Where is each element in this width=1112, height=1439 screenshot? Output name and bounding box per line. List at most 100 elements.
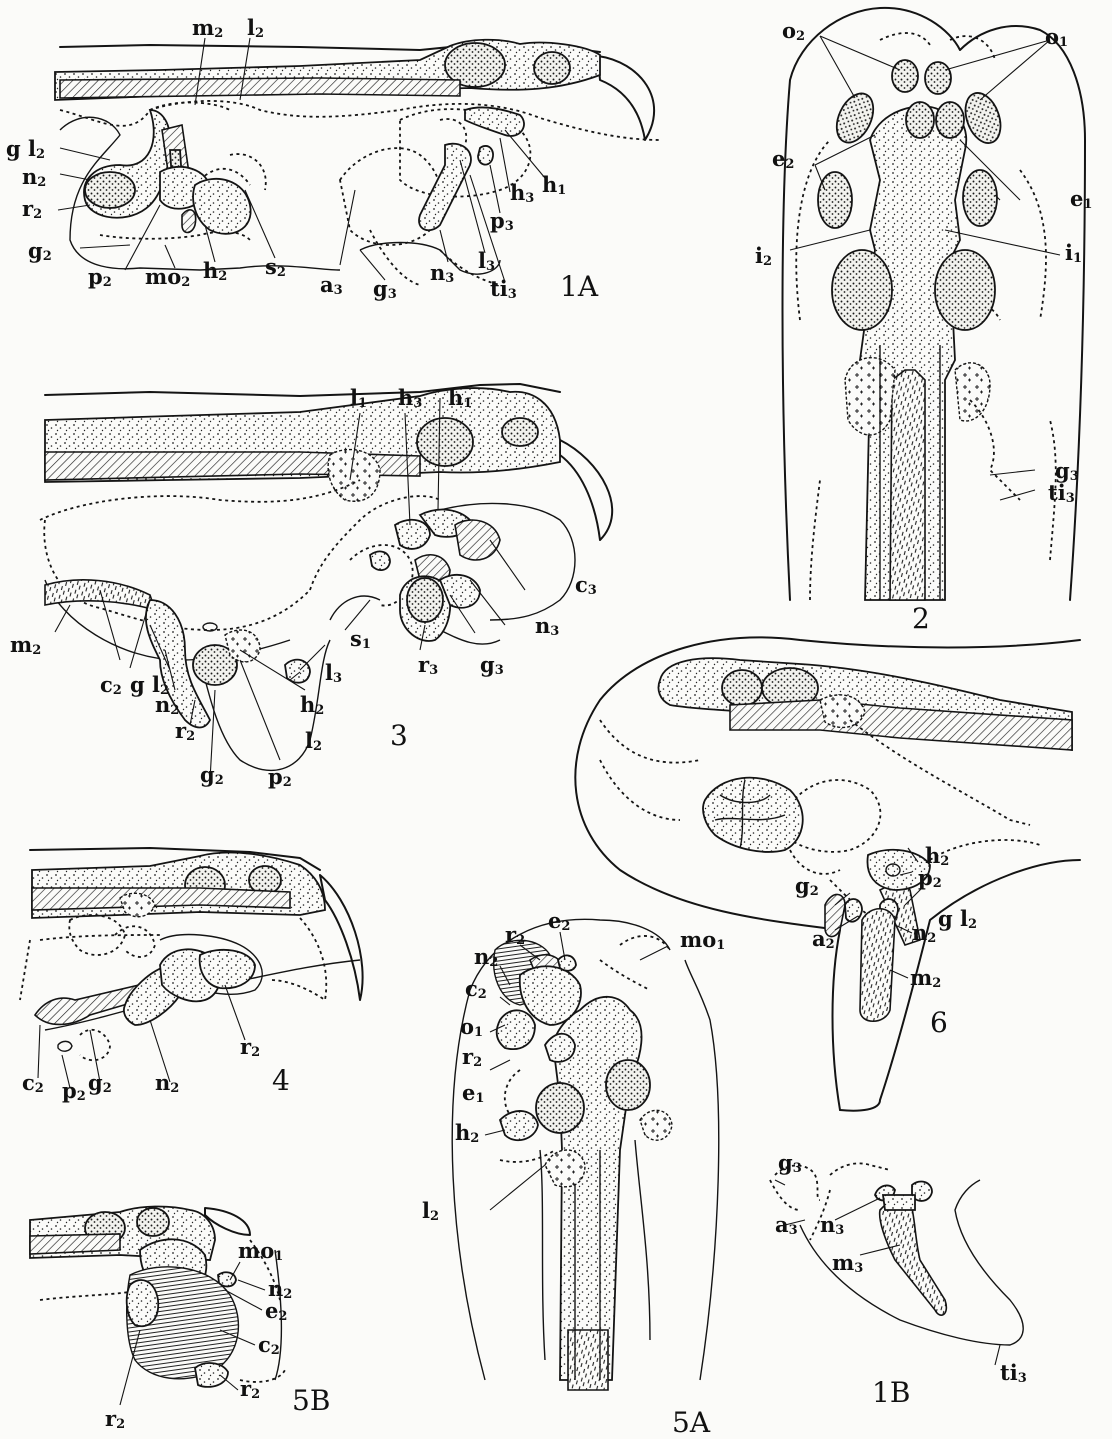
label-l3: l xyxy=(478,248,486,273)
figure-6: h2 p2 g l2 g2 a2 n2 m2 6 xyxy=(575,638,1080,1111)
svg-text:o2: o2 xyxy=(782,18,805,44)
label-s2: s xyxy=(265,254,277,279)
label-subscript: 2 xyxy=(796,29,805,44)
svg-text:n2: n2 xyxy=(474,944,498,970)
label-gl2: g l xyxy=(6,136,36,161)
label-mo1: mo xyxy=(238,1238,274,1263)
label-subscript: 2 xyxy=(940,854,949,869)
label-subscript: 1 xyxy=(475,1091,484,1106)
label-subscript: 2 xyxy=(160,683,169,698)
label-h3: h xyxy=(510,180,525,205)
figure-2: o2 o1 e2 e1 i2 i1 g3 ti3 2 xyxy=(755,8,1092,635)
svg-text:1B: 1B xyxy=(872,1376,910,1409)
svg-text:r2: r2 xyxy=(240,1034,260,1060)
label-ti3: ti xyxy=(1000,1360,1018,1385)
label-subscript: 1 xyxy=(463,396,472,411)
label-subscript: 1 xyxy=(1059,35,1068,50)
svg-text:e2: e2 xyxy=(772,146,794,172)
svg-text:m2: m2 xyxy=(910,965,941,991)
svg-text:n3: n3 xyxy=(430,260,454,286)
label-subscript: 2 xyxy=(251,1387,260,1402)
label-subscript: 2 xyxy=(785,157,794,172)
figure-number-1A: 1A xyxy=(560,270,599,303)
label-l3: l xyxy=(325,660,333,685)
label-ti3: ti xyxy=(490,276,508,301)
label-p2: p xyxy=(268,764,283,789)
label-subscript: 2 xyxy=(933,876,942,891)
label-m3: m xyxy=(832,1250,854,1275)
label-subscript: 2 xyxy=(810,884,819,899)
label-subscript: 2 xyxy=(116,1417,125,1432)
svg-text:h2: h2 xyxy=(203,258,227,284)
label-subscript: 2 xyxy=(430,1209,439,1224)
label-m2: m xyxy=(10,632,32,657)
svg-text:l1: l1 xyxy=(350,385,367,411)
svg-text:p2: p2 xyxy=(268,764,292,790)
svg-text:g2: g2 xyxy=(88,1070,112,1096)
figure-number-5A: 5A xyxy=(672,1406,711,1439)
svg-text:c2: c2 xyxy=(465,976,487,1002)
label-subscript: 1 xyxy=(358,396,367,411)
label-subscript: 2 xyxy=(215,773,224,788)
label-subscript: 2 xyxy=(170,703,179,718)
svg-text:e1: e1 xyxy=(462,1080,484,1106)
label-c3: c xyxy=(575,572,588,597)
label-p2: p xyxy=(62,1078,77,1103)
label-n2: n xyxy=(155,1070,170,1095)
svg-text:g3: g3 xyxy=(373,276,397,302)
label-subscript: 3 xyxy=(495,663,504,678)
label-subscript: 2 xyxy=(32,643,41,658)
label-a3: a xyxy=(775,1212,789,1237)
label-subscript: 2 xyxy=(478,987,487,1002)
label-ti3: ti xyxy=(1048,480,1066,505)
svg-text:e2: e2 xyxy=(548,908,570,934)
svg-text:n2: n2 xyxy=(155,1070,179,1096)
svg-text:l2: l2 xyxy=(247,15,264,41)
label-c2: c xyxy=(258,1332,271,1357)
label-subscript: 2 xyxy=(826,937,835,952)
label-h1: h xyxy=(542,172,557,197)
label-subscript: 2 xyxy=(763,254,772,269)
svg-text:m2: m2 xyxy=(10,632,41,658)
svg-text:m2: m2 xyxy=(192,15,223,41)
label-p2: p xyxy=(88,264,103,289)
label-subscript: 2 xyxy=(35,1081,44,1096)
label-mo2: mo xyxy=(145,264,181,289)
svg-text:4: 4 xyxy=(272,1064,290,1097)
label-subscript: 3 xyxy=(505,219,514,234)
label-subscript: 1 xyxy=(362,637,371,652)
label-subscript: 2 xyxy=(214,26,223,41)
label-subscript: 2 xyxy=(251,1045,260,1060)
svg-text:r2: r2 xyxy=(22,196,42,222)
label-mo1: mo xyxy=(680,927,716,952)
svg-text:1A: 1A xyxy=(560,270,599,303)
label-subscript: 2 xyxy=(255,26,264,41)
svg-text:m3: m3 xyxy=(832,1250,863,1276)
svg-text:mo2: mo2 xyxy=(145,264,190,290)
svg-text:h1: h1 xyxy=(542,172,566,198)
label-l1: l xyxy=(350,385,358,410)
svg-text:r2: r2 xyxy=(240,1376,260,1402)
svg-text:l3: l3 xyxy=(478,248,495,274)
label-subscript: 2 xyxy=(315,703,324,718)
svg-text:c2: c2 xyxy=(258,1332,280,1358)
label-subscript: 2 xyxy=(77,1089,86,1104)
svg-text:h2: h2 xyxy=(300,692,324,718)
svg-text:r2: r2 xyxy=(462,1044,482,1070)
label-n2: n xyxy=(474,944,489,969)
label-subscript: 3 xyxy=(333,671,342,686)
label-subscript: 2 xyxy=(170,1081,179,1096)
label-subscript: 2 xyxy=(561,919,570,934)
label-subscript: 2 xyxy=(968,917,977,932)
label-subscript: 2 xyxy=(470,1131,479,1146)
svg-text:h3: h3 xyxy=(510,180,534,206)
label-subscript: 3 xyxy=(854,1261,863,1276)
figure-3: l1 h3 h1 c3 n3 g3 r3 s1 l3 h2 l2 p2 g2 r… xyxy=(10,384,612,790)
label-h3: h xyxy=(398,385,413,410)
label-subscript: 3 xyxy=(508,287,517,302)
label-h2: h xyxy=(203,258,218,283)
label-e1: e xyxy=(462,1080,475,1105)
label-subscript: 1 xyxy=(274,1249,283,1264)
label-subscript: 2 xyxy=(932,976,941,991)
label-e2: e xyxy=(772,146,785,171)
